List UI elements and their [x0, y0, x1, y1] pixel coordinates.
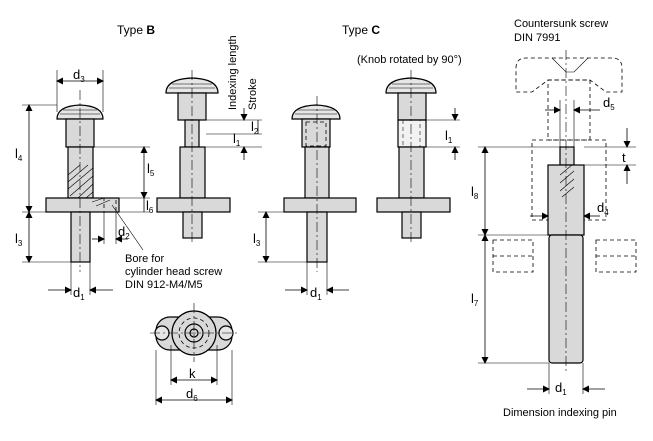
- svg-text:d2: d2: [118, 224, 130, 241]
- dim-l5: l5: [93, 146, 155, 199]
- top-view: [150, 303, 238, 362]
- dim-l8: l8: [471, 146, 560, 236]
- type-c-title: Type C: [342, 23, 380, 37]
- svg-text:d4: d4: [597, 200, 609, 217]
- svg-text:l5: l5: [147, 161, 155, 178]
- svg-text:k: k: [189, 366, 196, 381]
- dim-l6: l6: [119, 198, 154, 215]
- knob-rotated-note: (Knob rotated by 90°): [357, 54, 462, 66]
- type-b-title: Type B: [117, 23, 155, 37]
- svg-text:t: t: [622, 150, 626, 165]
- dim-k: k: [170, 345, 218, 385]
- indexing-pin-view: [492, 50, 637, 372]
- svg-text:l3: l3: [253, 231, 261, 248]
- type-c-pulled-view: [376, 70, 451, 245]
- stroke-label: Stroke: [247, 78, 259, 110]
- dim-d1-type-c: d1: [285, 262, 349, 302]
- indexing-length-label: Indexing length: [227, 35, 239, 110]
- svg-text:cylinder head screw: cylinder head screw: [125, 266, 222, 278]
- dim-t: t: [584, 128, 636, 184]
- dim-d6: d6: [155, 350, 233, 405]
- svg-text:d6: d6: [186, 386, 198, 403]
- svg-text:d1: d1: [73, 285, 85, 302]
- dim-l3-type-c: l3: [253, 211, 307, 263]
- svg-text:l7: l7: [471, 291, 479, 308]
- dim-d1-type-b: d1: [48, 262, 113, 302]
- dim-l7: l7: [471, 234, 549, 364]
- svg-text:l1: l1: [233, 131, 241, 148]
- svg-text:l8: l8: [471, 184, 479, 201]
- svg-text:DIN 912-M4/M5: DIN 912-M4/M5: [125, 279, 203, 291]
- dim-l3: l3: [15, 211, 71, 263]
- dimension-indexing-pin-label: Dimension indexing pin: [503, 407, 617, 419]
- dim-d4: d4: [530, 200, 609, 222]
- countersunk-label-1: Countersunk screw: [514, 18, 608, 30]
- svg-text:l4: l4: [15, 146, 23, 163]
- type-b-section-view: [45, 90, 120, 272]
- svg-text:d5: d5: [603, 95, 615, 112]
- svg-text:d1: d1: [310, 285, 322, 302]
- thread-hatching: [67, 164, 111, 207]
- dim-l1-l2: l1 l2: [199, 108, 262, 160]
- svg-text:d3: d3: [73, 67, 85, 84]
- countersunk-label-2: DIN 7991: [514, 32, 560, 44]
- svg-text:l3: l3: [15, 231, 23, 248]
- svg-text:Bore for: Bore for: [125, 253, 164, 265]
- dim-l1-type-c: l1: [426, 108, 460, 160]
- dim-l4: l4: [15, 104, 57, 213]
- bore-callout: Bore for cylinder head screw DIN 912-M4/…: [111, 204, 222, 291]
- svg-text:d1: d1: [555, 380, 567, 397]
- dim-d5: d5: [545, 95, 615, 147]
- dim-d1-pin: d1: [527, 363, 605, 397]
- svg-text:l6: l6: [146, 198, 154, 215]
- dim-d2: d2: [92, 212, 130, 244]
- svg-text:l2: l2: [251, 119, 259, 136]
- svg-text:l1: l1: [445, 128, 453, 145]
- type-c-view: [283, 96, 357, 272]
- type-b-pulled-view: [156, 70, 231, 245]
